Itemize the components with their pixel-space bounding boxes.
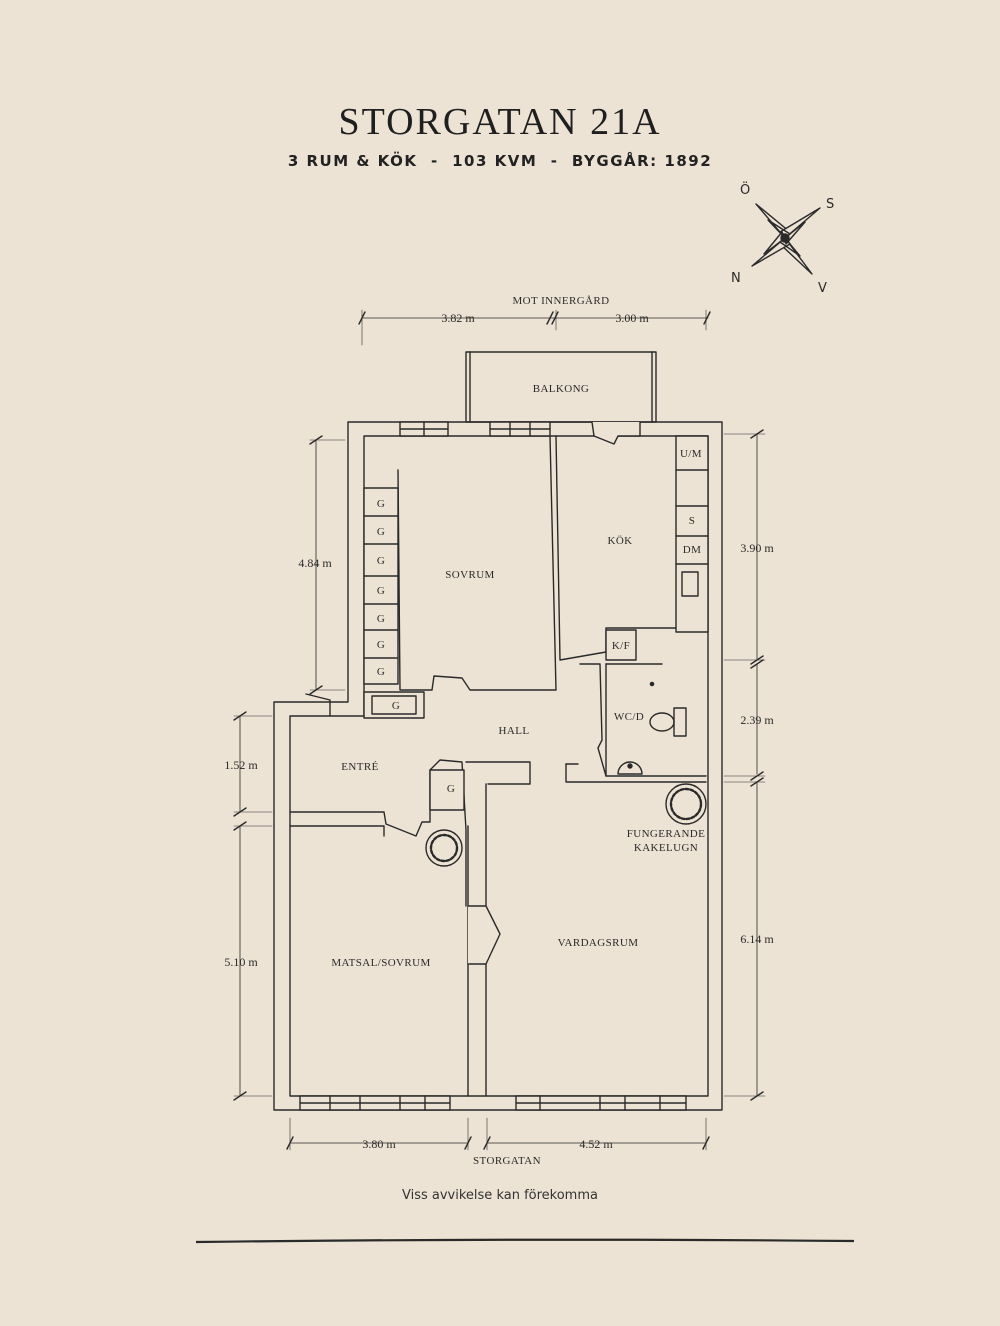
room-entre: ENTRÉ bbox=[341, 761, 378, 773]
dim-right-lower: 6.14 m bbox=[740, 932, 774, 946]
compass-east: Ö bbox=[740, 181, 750, 198]
label-kakelugn-line2: KAKELUGN bbox=[634, 842, 698, 854]
compass-south: S bbox=[826, 197, 834, 212]
garderob-label: G bbox=[447, 783, 455, 795]
compass-west: V bbox=[818, 281, 827, 296]
kakelugn-matsal-icon bbox=[425, 829, 463, 867]
garderob-label: G bbox=[377, 666, 385, 678]
dim-right-upper: 3.90 m bbox=[740, 541, 774, 555]
garderob-label: G bbox=[377, 526, 385, 538]
dim-right-middle: 2.39 m bbox=[740, 713, 774, 727]
room-hall: HALL bbox=[499, 725, 530, 737]
room-matsal-sovrum: MATSAL/SOVRUM bbox=[331, 957, 430, 969]
dim-bottom-right: 4.52 m bbox=[579, 1137, 613, 1151]
garderob-label: G bbox=[392, 700, 400, 712]
garderob-label: G bbox=[377, 613, 385, 625]
kakelugn-vardagsrum-icon bbox=[665, 783, 707, 825]
compass-north: N bbox=[731, 271, 741, 286]
garderob-label: G bbox=[377, 555, 385, 567]
garderob-label: G bbox=[377, 585, 385, 597]
fixture-dm: DM bbox=[683, 544, 702, 556]
fixture-s: S bbox=[689, 515, 696, 527]
room-balkong: BALKONG bbox=[533, 383, 590, 395]
label-storgatan: STORGATAN bbox=[473, 1155, 541, 1167]
dim-top-left: 3.82 m bbox=[441, 311, 475, 325]
footer-divider bbox=[195, 1238, 855, 1244]
dim-top-right: 3.00 m bbox=[615, 311, 649, 325]
room-kok: KÖK bbox=[607, 535, 632, 547]
fixture-um: U/M bbox=[680, 448, 702, 460]
page-subtitle: 3 RUM & KÖK - 103 KVM - BYGGÅR: 1892 bbox=[287, 152, 713, 170]
dim-left-upper: 4.84 m bbox=[298, 556, 332, 570]
outer-wall bbox=[273, 421, 723, 1111]
dim-bottom-left: 3.80 m bbox=[362, 1137, 396, 1151]
label-mot-innergard: MOT INNERGÅRD bbox=[513, 295, 610, 307]
disclaimer: Viss avvikelse kan förekomma bbox=[402, 1188, 598, 1203]
garderob-label: G bbox=[377, 639, 385, 651]
fixture-kf: K/F bbox=[612, 640, 630, 652]
room-wc: WC/D bbox=[614, 711, 644, 723]
label-kakelugn-line1: FUNGERANDE bbox=[627, 828, 706, 840]
garderob-label: G bbox=[377, 498, 385, 510]
room-vardagsrum: VARDAGSRUM bbox=[558, 937, 639, 949]
dim-left-middle: 1.52 m bbox=[224, 758, 258, 772]
compass-rose-icon bbox=[751, 203, 821, 275]
dim-left-lower: 5.10 m bbox=[224, 955, 258, 969]
room-sovrum: SOVRUM bbox=[445, 569, 494, 581]
page-title: STORGATAN 21A bbox=[338, 101, 662, 143]
